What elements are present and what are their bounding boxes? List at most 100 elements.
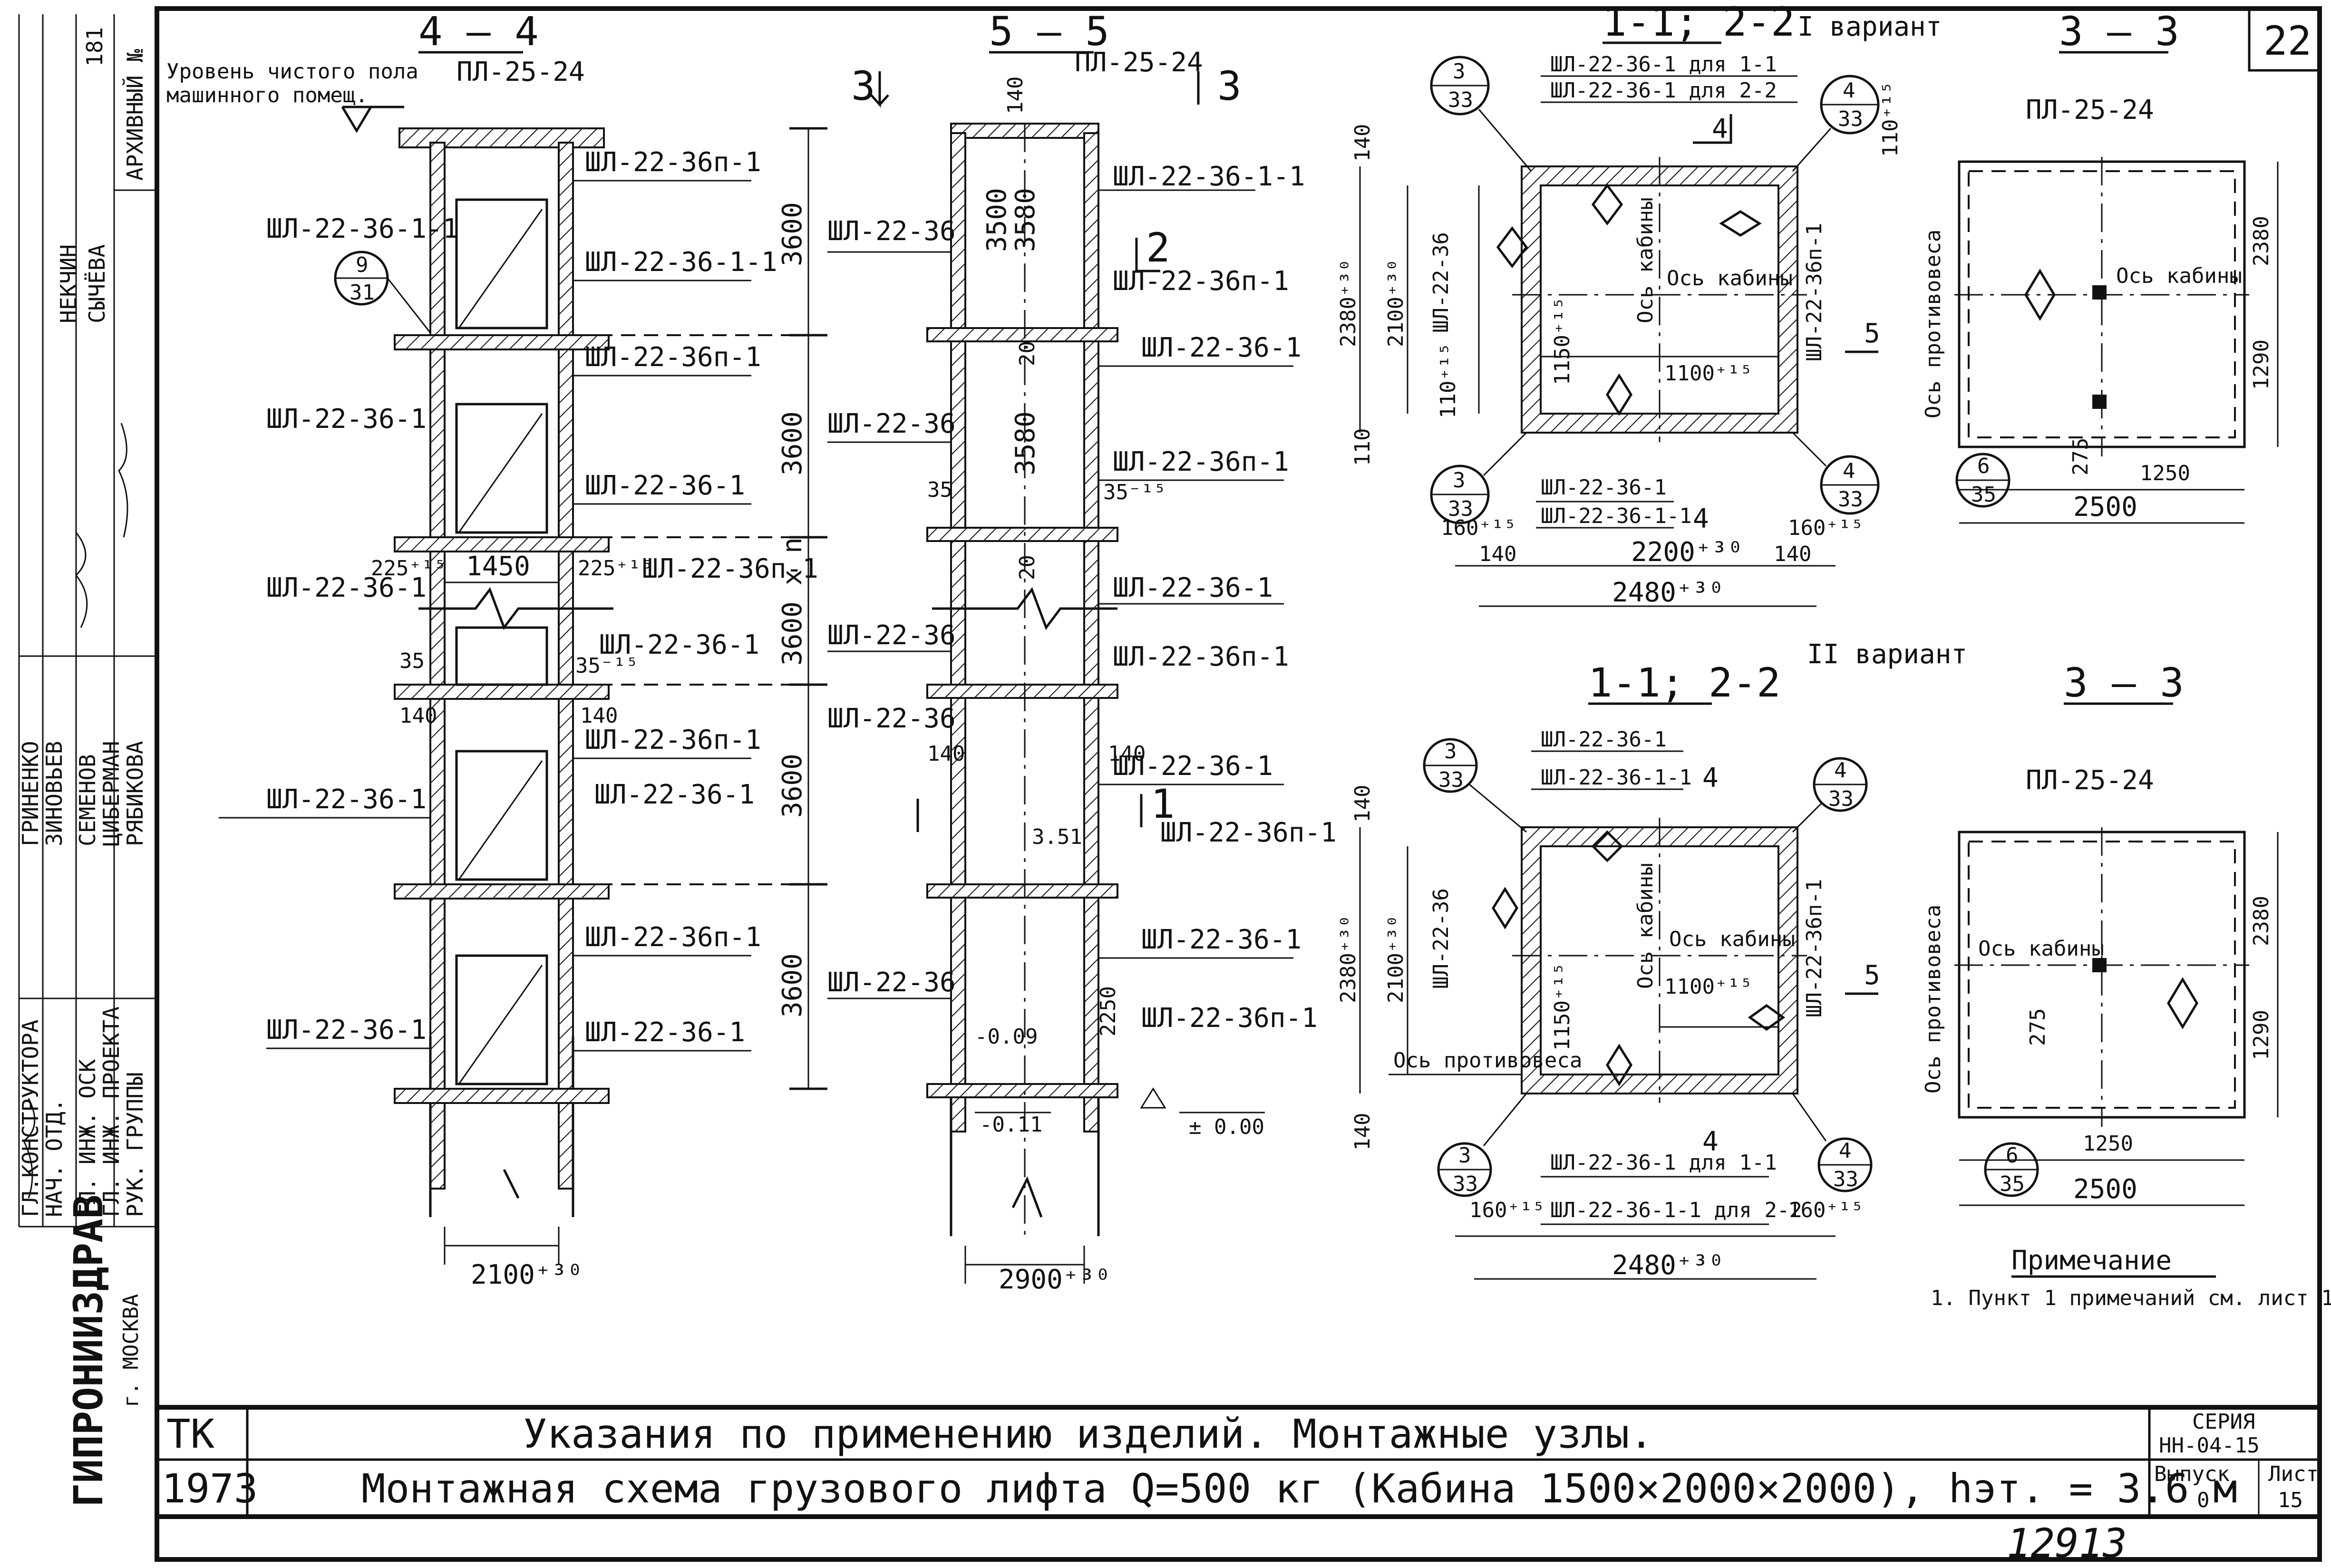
small-dim-44-2: 225⁺¹⁵ (578, 556, 653, 581)
bottom-dim-55: 2900⁺³⁰ (999, 1264, 1111, 1295)
plan-2-label-top-2: ШЛ-22-36-1-1 (1541, 765, 1692, 790)
small-dim-55-5: 3.51 (1032, 825, 1082, 849)
stamp-signature-2 (75, 532, 88, 628)
s33-2-dim-2: 1290 (2249, 1010, 2273, 1060)
plan-2-diamond-2 (1492, 887, 1518, 929)
label-55-l2: ШЛ-22-36 (827, 408, 956, 439)
label-55-l1: ШЛ-22-36 (827, 216, 956, 247)
small-dim-44-3: 35 (399, 649, 425, 673)
plan-2-variant: II вариант (1807, 639, 1967, 670)
issue-value: 0 (2197, 1488, 2210, 1512)
plan-2-callout-tr-den: 33 (1828, 787, 1854, 811)
slab-55-4 (926, 883, 1118, 899)
s33-2-axis-counter: Ось противовеса (1921, 905, 1945, 1094)
s33-1-axis-counter: Ось противовеса (1921, 230, 1945, 418)
sheet-number: 22 (2263, 18, 2312, 64)
small-dim-44-5: 140 (399, 704, 437, 728)
plan-1-dim-v6: 110⁺¹⁵ (1436, 343, 1460, 418)
plan-1-axis-vert: Ось кабины (1633, 197, 1658, 323)
cut-2-55: 2 (1146, 224, 1170, 271)
slab-44-2 (394, 536, 610, 552)
note-heading: Примечание (2011, 1245, 2172, 1276)
small-dim-44-4: 35⁻¹⁵ (575, 654, 638, 678)
s33-2-callout-den: 35 (2000, 1172, 2025, 1196)
plan-1-dim-h4: 140 (1774, 542, 1811, 566)
s33-2-dim-4: 1250 (2083, 1132, 2133, 1156)
plan-1-dim-v2: 2380⁺³⁰ (1336, 259, 1360, 347)
plan-1-callout-br-num: 4 (1843, 459, 1855, 483)
cut-1-55: 1 (1151, 781, 1175, 827)
label-44-r6: ШЛ-22-36-1 (599, 629, 759, 660)
s33-2-callout-num: 6 (2006, 1143, 2019, 1168)
slab-44-4 (394, 883, 610, 900)
door-44-3 (455, 626, 548, 686)
callout-44-num: 9 (356, 253, 369, 277)
stamp-archive-no: 181 (82, 27, 107, 67)
plan-1-callout-bl-num: 3 (1453, 468, 1466, 493)
s33-1-callout-num: 6 (1977, 454, 1990, 478)
plan-2-title: 1-1; 2-2 (1588, 659, 1781, 706)
plan-2-dim-v5: 140 (1350, 1113, 1375, 1151)
level-55-3: ± 0.00 (1189, 1115, 1264, 1139)
plan-1-dim-h3: 2200⁺³⁰ (1631, 537, 1743, 568)
plan-2-callout-tl-den: 33 (1438, 768, 1464, 792)
small-dim-55-6: 2250 (1096, 986, 1120, 1036)
label-44-l1: ШЛ-22-36-1-1 (266, 213, 459, 244)
small-dim-55-4: 140 (1108, 742, 1146, 766)
plan-2-axis-counter: Ось противовеса (1393, 1048, 1582, 1073)
plan-1-diamond-1 (1591, 183, 1623, 226)
break-line-44 (418, 587, 613, 630)
series-value: НН-04-15 (2159, 1433, 2260, 1458)
stamp-name-2: ЗИНОВЬЕВ (41, 741, 67, 846)
level-55-1: -0.09 (975, 1025, 1038, 1049)
plan-1-label-top-2: ШЛ-22-36-1 для 2-2 (1550, 78, 1777, 103)
plan-1-dim-v5: 1150⁺¹⁵ (1550, 297, 1574, 385)
left-stamp: АРХИВНЫЙ № 181 ГЛ.КОНСТРУКТОРА НАЧ. ОТД.… (18, 14, 157, 1507)
s33-1-callout-den: 35 (1971, 483, 1996, 507)
section-4-4-title: 4 — 4 (418, 8, 539, 55)
door-44-2 (455, 403, 548, 534)
label-55-l4: ШЛ-22-36 (827, 703, 956, 734)
title-line-2: Монтажная схема грузового лифта Q=500 кг… (361, 1465, 2237, 1512)
plan-2-callout-bl-num: 3 (1458, 1143, 1471, 1168)
stamp-name-3: СЕМЕНОВ (75, 754, 100, 846)
break-line-55 (932, 587, 1117, 630)
label-44-r10: ШЛ-22-36-1 (585, 1017, 745, 1048)
stamp-role-1: ГЛ.КОНСТРУКТОРА (18, 1020, 43, 1217)
s33-2-diamond (2167, 977, 2198, 1029)
stamp-name-4: ЦИБЕРМАН (98, 741, 124, 846)
stamp-name-5: РЯБИКОВА (122, 741, 148, 846)
s33-2-slab: ПЛ-25-24 (2026, 765, 2154, 796)
s33-1-dim-4: 1250 (2140, 461, 2190, 485)
plan-1-diamond-2 (1719, 210, 1762, 237)
sheet-number-box (2248, 7, 2321, 72)
floor-note-1: Уровень чистого пола (166, 59, 418, 84)
label-55-r5: ШЛ-22-36-1 (1113, 572, 1273, 603)
sheet-label: Лист (2268, 1462, 2319, 1486)
plan-1-label-top-1: ШЛ-22-36-1 для 1-1 (1550, 52, 1777, 77)
s33-1-axis-cabin: Ось кабины (2116, 264, 2242, 288)
dim-44-2: 3600 (777, 411, 808, 475)
floor-note-2: машинного помещ. (166, 83, 368, 107)
stamp-signature-1 (23, 1098, 36, 1199)
wall-left-55 (950, 132, 966, 1132)
stamp-role-2: НАЧ. ОТД. (41, 1099, 67, 1217)
plan-1-dim-v3: 2100⁺³⁰ (1384, 259, 1408, 347)
plan-1-callout-bl-den: 33 (1448, 497, 1473, 521)
plan-variant-2: II вариант 1-1; 2-2 ШЛ-22-36-1 ШЛ-22-36-… (1336, 639, 1967, 1281)
series-label: СЕРИЯ (2192, 1410, 2255, 1434)
inner-dim-55-4: 3580 (1010, 411, 1041, 475)
stamp-role-4: ГЛ. ИНЖ. ПРОЕКТА (98, 1007, 124, 1217)
plan-1-dim-h6: 2480⁺³⁰ (1612, 577, 1724, 608)
plan-1-diamond-3 (1496, 226, 1528, 269)
cut-3-left: 3 (851, 63, 875, 109)
inner-dim-55-3: 3580 (1010, 188, 1041, 252)
label-44-r8: ШЛ-22-36-1 (594, 779, 755, 810)
label-44-r5: ШЛ-22-36п-1 (642, 553, 818, 584)
slab-55-1 (926, 327, 1118, 342)
stamp-archive: АРХИВНЫЙ № (122, 49, 148, 181)
note-text: 1. Пункт 1 примечаний см. лист 1 (1931, 1286, 2331, 1310)
plan-2-diamond-4 (1606, 1044, 1632, 1086)
plan-2-dim-v1: 140 (1350, 785, 1375, 823)
